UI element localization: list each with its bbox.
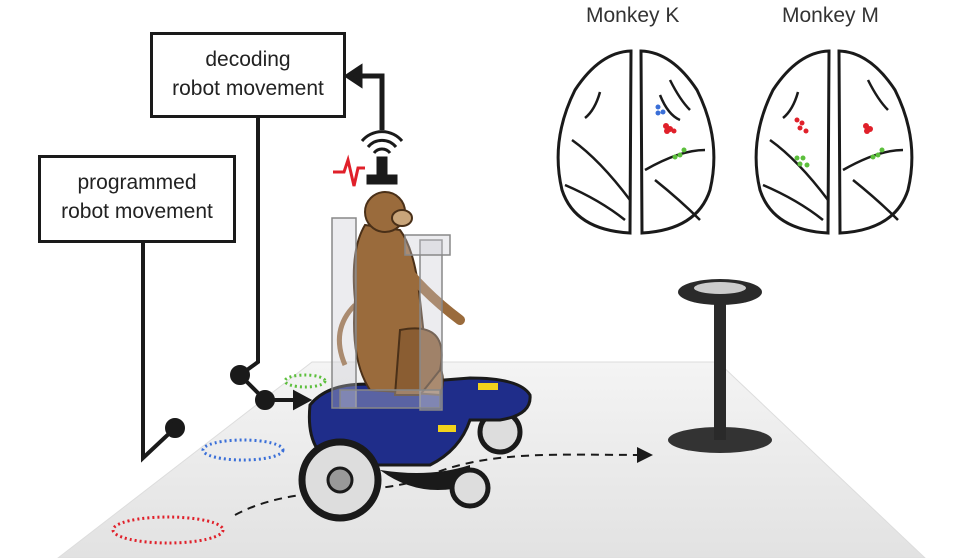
decoding-label-line2: robot movement: [172, 77, 324, 100]
start-location-green: [283, 373, 327, 389]
monkey-m-title: Monkey M: [782, 4, 879, 27]
programmed-label-line1: programmed: [77, 171, 197, 194]
wireless-icon: [360, 130, 404, 185]
brain-monkey-m: [754, 49, 914, 235]
floor: [57, 361, 926, 558]
monkey-k-title: Monkey K: [586, 4, 680, 27]
primate-chair: [331, 217, 451, 411]
programmed-label-line2: robot movement: [61, 200, 213, 223]
decoding-robot-movement-label: decoding robot movement: [150, 32, 346, 118]
programmed-connector: [141, 242, 185, 463]
start-location-red: [111, 515, 225, 545]
start-location-blue: [201, 438, 285, 462]
neural-spike-icon: [333, 154, 365, 187]
target-stool: [668, 279, 772, 453]
programmed-robot-movement-label: programmed robot movement: [38, 155, 236, 243]
decoding-connector: [230, 117, 313, 411]
robot-wheelchair: [298, 376, 532, 522]
decoding-label-line1: decoding: [205, 48, 291, 71]
brain-monkey-k: [556, 49, 716, 235]
signal-arrow: [343, 63, 385, 130]
